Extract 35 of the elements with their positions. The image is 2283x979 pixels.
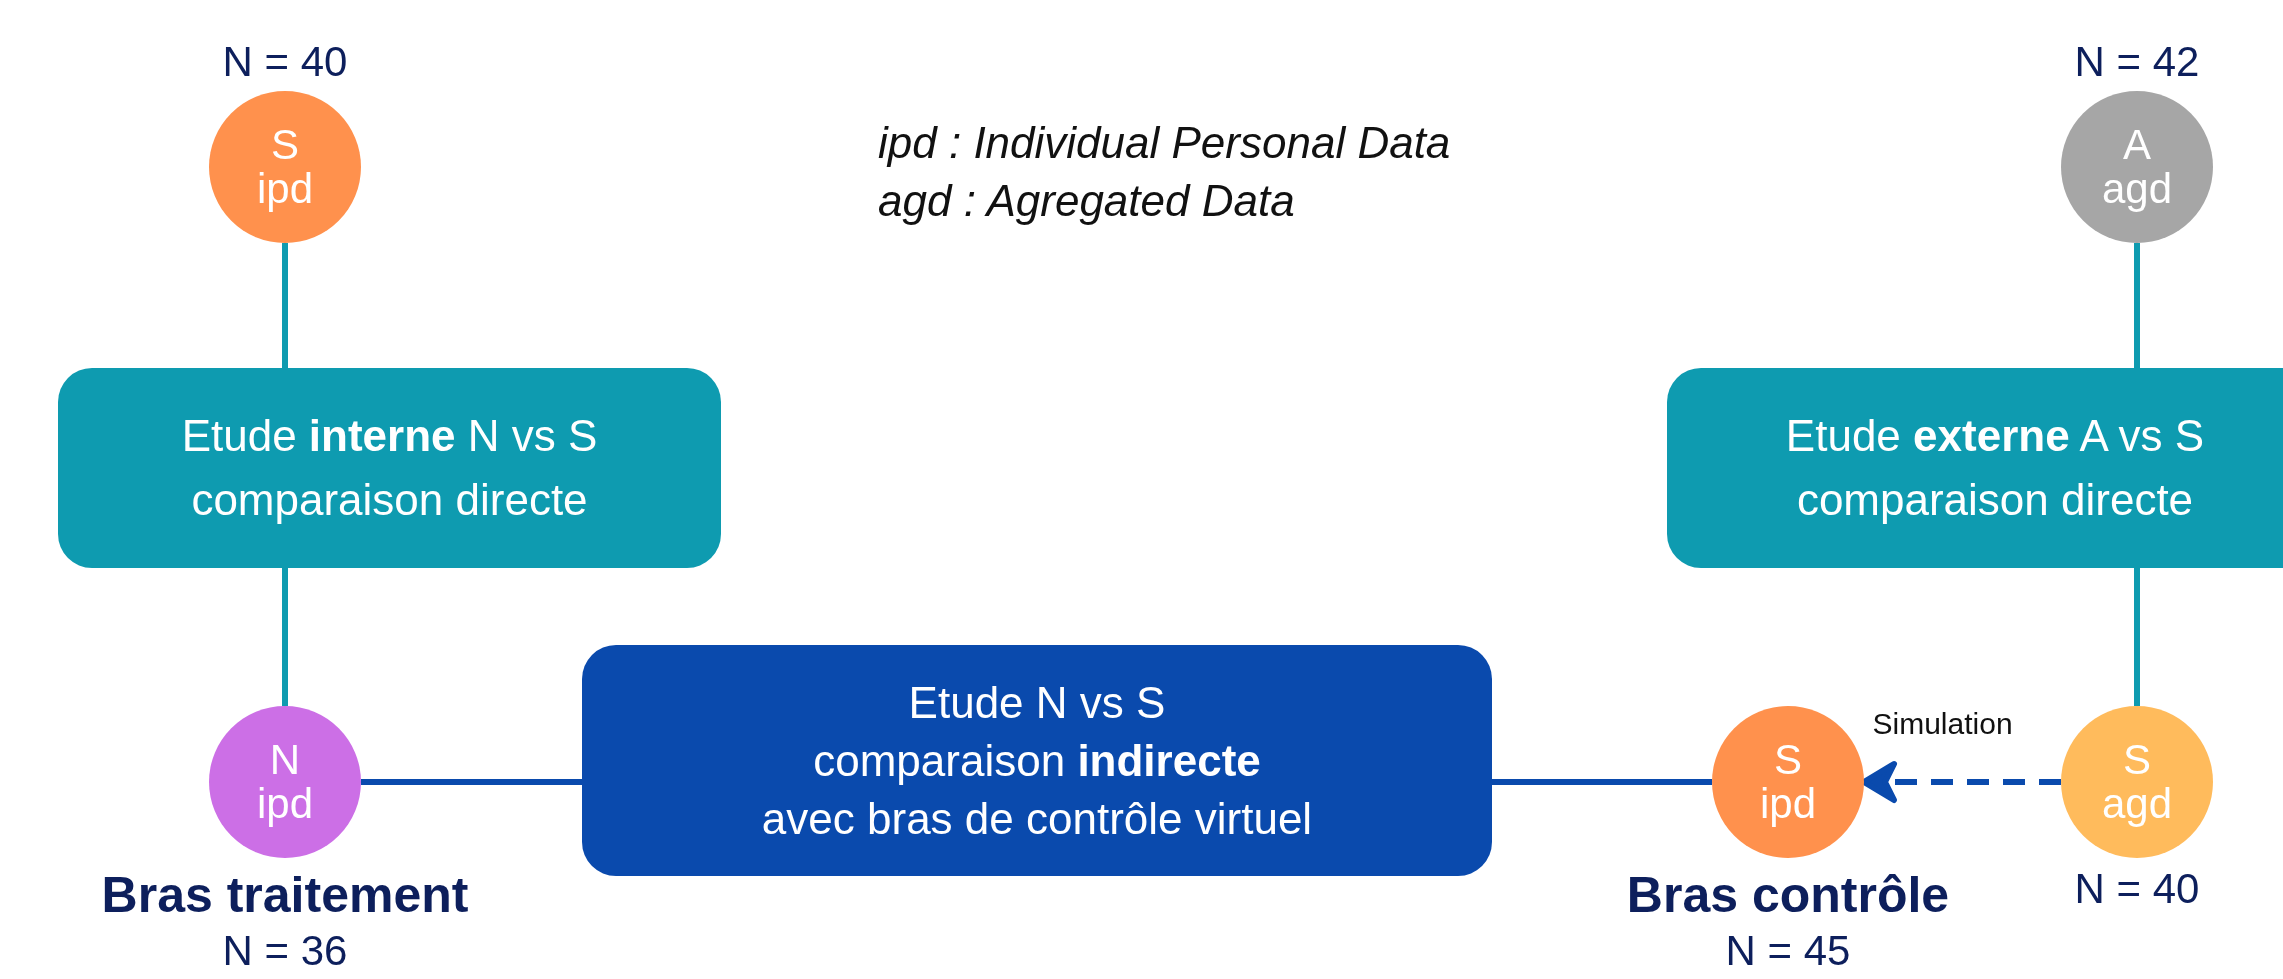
abbreviation-note: agd : Agregated Data (878, 176, 1295, 226)
box-text: Etude externe A vs S (1785, 410, 2205, 462)
connector-line (2134, 568, 2140, 706)
sample-size: N = 36 (222, 926, 348, 976)
study-box (58, 368, 721, 568)
sample-size: N = 40 (2074, 864, 2200, 914)
node-label: agd (2101, 782, 2173, 826)
sample-size: N = 42 (2074, 37, 2200, 87)
box-text: Etude N vs S (908, 676, 1166, 729)
node-label: S (1774, 738, 1802, 782)
node-label: N (269, 738, 301, 782)
box-text: comparaison directe (191, 474, 588, 526)
box-text: comparaison directe (1796, 474, 2194, 526)
node-label: S (271, 123, 299, 167)
node-label: S (2123, 738, 2151, 782)
box-text: Etude interne N vs S (181, 410, 598, 462)
node-label: ipd (256, 167, 314, 211)
connector-line (282, 243, 288, 368)
connector-line (361, 779, 582, 785)
connector-line (282, 568, 288, 706)
study-box (582, 645, 1492, 876)
abbreviation-note: ipd : Individual Personal Data (878, 118, 1451, 168)
study-box (1667, 368, 2283, 568)
node-label: agd (2101, 167, 2173, 211)
box-text: comparaison indirecte (813, 734, 1261, 787)
connector-line (1492, 779, 1712, 785)
sample-size: N = 40 (222, 37, 348, 87)
node-label: ipd (1759, 782, 1817, 826)
arm-title: Bras traitement (101, 866, 469, 925)
node-label: A (2123, 123, 2151, 167)
sample-size: N = 45 (1725, 926, 1851, 976)
arm-title: Bras contrôle (1626, 866, 1950, 925)
box-text: avec bras de contrôle virtuel (761, 792, 1313, 845)
node-label: ipd (256, 782, 314, 826)
connector-line (2134, 243, 2140, 368)
